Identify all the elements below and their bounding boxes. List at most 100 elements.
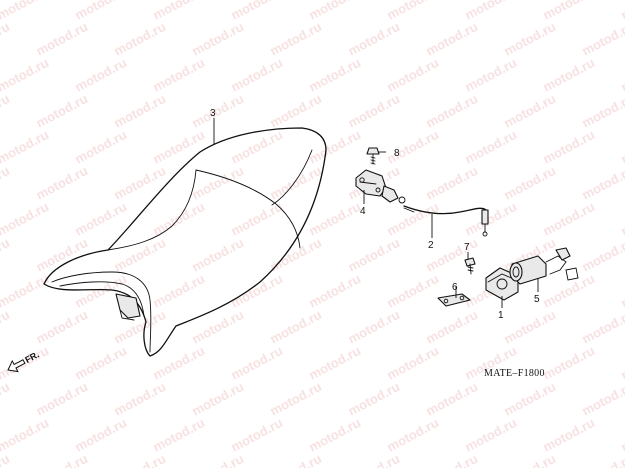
callout-2: 2 xyxy=(428,240,434,251)
watermark-text: motod.ru xyxy=(306,271,363,311)
watermark-text: motod.ru xyxy=(423,379,480,419)
watermark-text: motod.ru xyxy=(0,199,51,239)
watermark-text: motod.ru xyxy=(345,19,402,59)
watermark-text: motod.ru xyxy=(0,307,12,347)
watermark-text: motod.ru xyxy=(540,127,597,167)
watermark-text: motod.ru xyxy=(579,19,625,59)
watermark-text: motod.ru xyxy=(33,451,90,468)
watermark-text: motod.ru xyxy=(501,451,558,468)
watermark-text: motod.ru xyxy=(267,451,324,468)
watermark-text: motod.ru xyxy=(267,307,324,347)
watermark-text: motod.ru xyxy=(0,235,12,275)
watermark-text: motod.ru xyxy=(345,379,402,419)
watermark-text: motod.ru xyxy=(189,379,246,419)
watermark-text: motod.ru xyxy=(618,0,625,23)
watermark-text: motod.ru xyxy=(267,19,324,59)
lock-plate xyxy=(437,293,471,307)
watermark-text: motod.ru xyxy=(0,415,51,455)
watermark-text: motod.ru xyxy=(306,199,363,239)
watermark-text: motod.ru xyxy=(150,55,207,95)
watermark-text: motod.ru xyxy=(111,235,168,275)
watermark-text: motod.ru xyxy=(462,127,519,167)
watermark-text: motod.ru xyxy=(384,343,441,383)
watermark-text: motod.ru xyxy=(111,451,168,468)
watermark-text: motod.ru xyxy=(0,127,51,167)
watermark-text: motod.ru xyxy=(423,91,480,131)
watermark-text: motod.ru xyxy=(72,55,129,95)
watermark-text: motod.ru xyxy=(462,199,519,239)
watermark-text: motod.ru xyxy=(579,91,625,131)
screw xyxy=(464,257,476,275)
watermark-text: motod.ru xyxy=(72,127,129,167)
watermark-text: motod.ru xyxy=(540,343,597,383)
watermark-text: motod.ru xyxy=(33,91,90,131)
watermark-text: motod.ru xyxy=(228,343,285,383)
watermark-text: motod.ru xyxy=(33,379,90,419)
watermark-text: motod.ru xyxy=(0,451,12,468)
watermark-text: motod.ru xyxy=(384,55,441,95)
watermark-text: motod.ru xyxy=(33,19,90,59)
bolt xyxy=(366,147,380,165)
watermark-text: motod.ru xyxy=(150,343,207,383)
watermark-text: motod.ru xyxy=(0,0,51,23)
watermark-text: motod.ru xyxy=(306,415,363,455)
watermark-text: motod.ru xyxy=(579,451,625,468)
watermark-text: motod.ru xyxy=(345,235,402,275)
watermark-text: motod.ru xyxy=(423,19,480,59)
watermark-text: motod.ru xyxy=(384,271,441,311)
diagram-code: MATE–F1800 xyxy=(484,368,545,379)
watermark-text: motod.ru xyxy=(189,307,246,347)
callout-3: 3 xyxy=(210,108,216,119)
watermark-text: motod.ru xyxy=(579,379,625,419)
watermark-text: motod.ru xyxy=(501,163,558,203)
watermark-text: motod.ru xyxy=(0,163,12,203)
watermark-text: motod.ru xyxy=(0,55,51,95)
watermark-text: motod.ru xyxy=(267,91,324,131)
watermark-text: motod.ru xyxy=(540,271,597,311)
watermark-text: motod.ru xyxy=(423,163,480,203)
watermark-text: motod.ru xyxy=(618,127,625,167)
watermark-text: motod.ru xyxy=(189,19,246,59)
watermark-text: motod.ru xyxy=(618,271,625,311)
watermark-text: motod.ru xyxy=(579,307,625,347)
watermark-text: motod.ru xyxy=(501,91,558,131)
callout-8: 8 xyxy=(394,148,400,159)
watermark-text: motod.ru xyxy=(228,55,285,95)
watermark-text: motod.ru xyxy=(72,199,129,239)
watermark-text: motod.ru xyxy=(384,415,441,455)
watermark-text: motod.ru xyxy=(33,307,90,347)
watermark-text: motod.ru xyxy=(306,127,363,167)
callout-5: 5 xyxy=(534,294,540,305)
watermark-text: motod.ru xyxy=(618,343,625,383)
watermark-text: motod.ru xyxy=(345,451,402,468)
watermark-text: motod.ru xyxy=(111,163,168,203)
watermark-text: motod.ru xyxy=(423,307,480,347)
watermark-text: motod.ru xyxy=(33,163,90,203)
watermark-text: motod.ru xyxy=(579,163,625,203)
watermark-text: motod.ru xyxy=(111,19,168,59)
watermark-text: motod.ru xyxy=(72,343,129,383)
key-cylinder xyxy=(509,247,579,285)
watermark-text: motod.ru xyxy=(501,19,558,59)
watermark-text: motod.ru xyxy=(345,91,402,131)
watermark-text: motod.ru xyxy=(0,271,51,311)
watermark-text: motod.ru xyxy=(618,55,625,95)
watermark-text: motod.ru xyxy=(345,307,402,347)
watermark-text: motod.ru xyxy=(228,271,285,311)
watermark-text: motod.ru xyxy=(423,451,480,468)
watermark-text: motod.ru xyxy=(540,199,597,239)
watermark-text: motod.ru xyxy=(0,379,12,419)
callout-6: 6 xyxy=(452,282,458,293)
watermark-text: motod.ru xyxy=(189,451,246,468)
watermark-text: motod.ru xyxy=(189,91,246,131)
lock-holder xyxy=(485,267,519,301)
watermark-text: motod.ru xyxy=(618,415,625,455)
seat-lock-cable xyxy=(403,205,489,237)
watermark-text: motod.ru xyxy=(150,415,207,455)
watermark-text: motod.ru xyxy=(228,415,285,455)
watermark-text: motod.ru xyxy=(150,127,207,167)
watermark-text: motod.ru xyxy=(501,307,558,347)
watermark-text: motod.ru xyxy=(384,199,441,239)
